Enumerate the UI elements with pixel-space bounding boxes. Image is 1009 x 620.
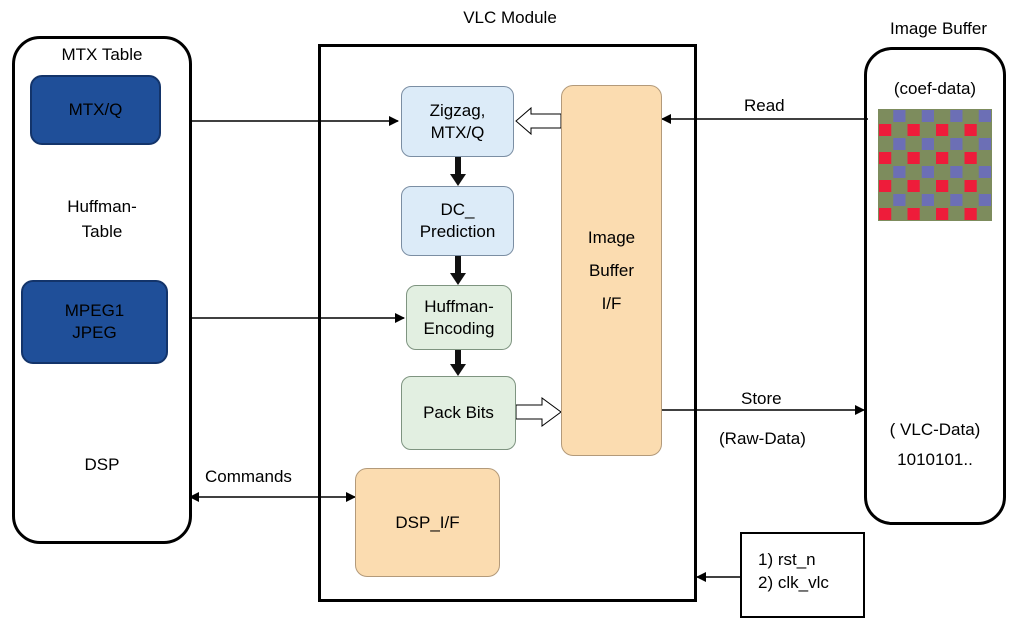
mtx-q-label: MTX/Q <box>68 100 123 119</box>
coef-grid-cell <box>893 166 906 178</box>
read-label: Read <box>744 96 785 115</box>
coef-grid-cell <box>950 110 963 122</box>
dc-label: DC_ <box>440 200 475 219</box>
encoding-label: Encoding <box>423 318 495 338</box>
vlc-data-label: ( VLC-Data) <box>889 420 981 439</box>
control-signals-box <box>740 532 865 618</box>
pack-to-buffer-block-arrow <box>515 397 562 427</box>
vlc-module-frame <box>318 44 697 602</box>
mpeg-label: MPEG1 <box>64 301 125 320</box>
coef-grid-cell <box>879 152 892 164</box>
coef-data-label: (coef-data) <box>893 79 977 98</box>
coef-grid-cell <box>964 124 977 136</box>
coef-grid-cell <box>978 166 991 178</box>
coef-grid-cell <box>879 180 892 192</box>
huffman-encoding-block: Huffman- Encoding <box>406 285 512 350</box>
zigzag-mtxq-block: Zigzag, MTX/Q <box>401 86 514 157</box>
zigzag-label: Zigzag, <box>429 100 486 120</box>
dsp-panel <box>12 36 192 544</box>
store-label: Store <box>741 389 782 408</box>
coef-grid-cell <box>950 138 963 150</box>
coef-grid-cell <box>893 110 906 122</box>
coef-grid-cell <box>921 138 934 150</box>
coef-grid-cell <box>978 194 991 206</box>
coef-grid-cell <box>950 166 963 178</box>
dsp-if-label: DSP_I/F <box>395 512 460 532</box>
buffer-if-label-3: I/F <box>601 294 622 313</box>
coef-grid-cell <box>936 124 949 136</box>
huffman-label: Huffman- <box>424 296 494 316</box>
coef-grid-cell <box>936 180 949 192</box>
coef-grid-cell <box>978 110 991 122</box>
coef-grid-cell <box>936 152 949 164</box>
coef-grid-cell <box>964 152 977 164</box>
coef-grid-cell <box>907 180 920 192</box>
huffman-table-label-line1: Huffman- <box>67 197 137 216</box>
coef-grid-cell <box>950 194 963 206</box>
buffer-if-label-1: Image <box>587 228 636 247</box>
pack-bits-block: Pack Bits <box>401 376 516 450</box>
coef-grid-cell <box>964 208 977 220</box>
bitstream-label: 1010101.. <box>897 450 973 469</box>
coef-grid-cell <box>921 110 934 122</box>
coef-grid-cell <box>907 152 920 164</box>
image-buffer-panel <box>864 47 1006 525</box>
commands-label: Commands <box>205 467 292 486</box>
clock-signal-label: 2) clk_vlc <box>758 573 829 592</box>
image-buffer-if-block: Image Buffer I/F <box>561 85 662 456</box>
coef-grid-cell <box>921 194 934 206</box>
coef-grid-cell <box>964 180 977 192</box>
raw-data-label: (Raw-Data) <box>719 429 806 448</box>
dc-prediction-block: DC_ Prediction <box>401 186 514 256</box>
buffer-if-label-2: Buffer <box>588 261 635 280</box>
coef-grid-cell <box>879 124 892 136</box>
pipeline-flow-arrows <box>450 157 466 376</box>
mtx-table-heading: MTX Table <box>61 45 143 64</box>
mtxq-label: MTX/Q <box>430 122 485 142</box>
image-buffer-heading: Image Buffer <box>889 19 988 38</box>
coef-grid-cell <box>893 138 906 150</box>
coef-grid-cell <box>893 194 906 206</box>
coef-grid-cell <box>879 208 892 220</box>
dsp-if-block: DSP_I/F <box>355 468 500 577</box>
coef-grid-cell <box>907 124 920 136</box>
huffman-table-label-line2: Table <box>81 222 123 241</box>
reset-signal-label: 1) rst_n <box>758 550 816 569</box>
coef-grid-cell <box>936 208 949 220</box>
pack-bits-label: Pack Bits <box>423 403 494 422</box>
mpeg-jpeg-block: MPEG1 JPEG <box>21 280 168 364</box>
mtx-q-block: MTX/Q <box>30 75 161 145</box>
prediction-label: Prediction <box>419 222 496 241</box>
coef-grid-cell <box>921 166 934 178</box>
coef-grid-cell <box>907 208 920 220</box>
jpeg-label: JPEG <box>72 323 117 342</box>
coef-grid-cell <box>978 138 991 150</box>
module-title: VLC Module <box>463 8 557 27</box>
coefficient-data-grid <box>878 109 992 221</box>
dsp-label: DSP <box>84 455 120 474</box>
